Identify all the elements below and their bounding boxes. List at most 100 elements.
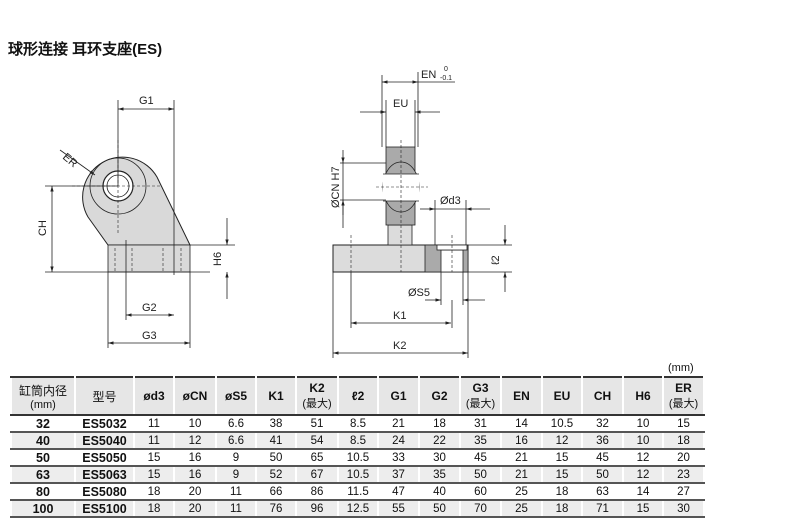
table-cell: 10 xyxy=(622,415,664,433)
table-cell: 60 xyxy=(459,483,502,501)
table-cell: 10.5 xyxy=(337,449,379,467)
right-view xyxy=(332,72,512,358)
dim-cn: ØCN H7 xyxy=(330,166,342,208)
table-cell: 63 xyxy=(581,483,624,501)
column-header: K1 xyxy=(255,376,297,416)
table-cell: 15 xyxy=(133,466,175,484)
dim-g2: G2 xyxy=(142,302,157,314)
table-cell: 51 xyxy=(295,415,339,433)
column-header-label: ℓ2 xyxy=(351,389,365,403)
column-header-label: EU xyxy=(553,389,571,403)
table-cell: ES5100 xyxy=(74,500,135,518)
table-cell: 70 xyxy=(459,500,502,518)
dim-g1: G1 xyxy=(139,95,154,107)
column-header: EU xyxy=(541,376,583,416)
dim-en: EN xyxy=(421,69,436,81)
table-cell: 22 xyxy=(418,432,461,450)
dim-ch: CH xyxy=(37,220,49,236)
table-cell: 6.6 xyxy=(215,432,257,450)
column-header: CH xyxy=(581,376,624,416)
dim-l2: ℓ2 xyxy=(490,255,502,265)
table-cell: 80 xyxy=(10,483,76,501)
technical-drawing: G1 ER CH H6 G2 G3 xyxy=(37,66,512,358)
table-cell: 11 xyxy=(133,432,175,450)
table-cell: 100 xyxy=(10,500,76,518)
table-cell: 21 xyxy=(500,466,543,484)
table-cell: 9 xyxy=(215,449,257,467)
table-cell: 40 xyxy=(10,432,76,450)
table-cell: 18 xyxy=(133,483,175,501)
table-cell: 16 xyxy=(500,432,543,450)
table-cell: 52 xyxy=(255,466,297,484)
table-cell: 23 xyxy=(662,466,705,484)
table-cell: 96 xyxy=(295,500,339,518)
table-cell: 24 xyxy=(377,432,420,450)
table-cell: 45 xyxy=(581,449,624,467)
table-cell: 40 xyxy=(418,483,461,501)
column-header-label: H6 xyxy=(635,389,651,403)
table-cell: 15 xyxy=(662,415,705,433)
column-header: ER(最大) xyxy=(662,376,705,416)
table-cell: 38 xyxy=(255,415,297,433)
column-header-label: K2 xyxy=(309,381,325,395)
table-cell: 8.5 xyxy=(337,415,379,433)
table-cell: 50 xyxy=(10,449,76,467)
table-cell: ES5063 xyxy=(74,466,135,484)
table-cell: 16 xyxy=(173,449,217,467)
column-header-label: 缸筒内径 xyxy=(18,383,67,398)
table-cell: 6.6 xyxy=(215,415,257,433)
table-cell: 50 xyxy=(581,466,624,484)
table-cell: 14 xyxy=(622,483,664,501)
table-cell: 8.5 xyxy=(337,432,379,450)
table-cell: 12 xyxy=(541,432,583,450)
table-cell: 41 xyxy=(255,432,297,450)
table-cell: 18 xyxy=(418,415,461,433)
table-cell: 31 xyxy=(459,415,502,433)
table-cell: 47 xyxy=(377,483,420,501)
column-header-label: EN xyxy=(513,389,530,403)
dim-g3: G3 xyxy=(142,330,157,342)
table-cell: 55 xyxy=(377,500,420,518)
table-cell: 30 xyxy=(662,500,705,518)
column-header: ℓ2 xyxy=(337,376,379,416)
column-header-label: K1 xyxy=(268,389,284,403)
column-header-sub: (最大) xyxy=(302,398,332,410)
table-cell: 25 xyxy=(500,500,543,518)
column-header-label: G1 xyxy=(390,389,407,403)
table-cell: 27 xyxy=(662,483,705,501)
table-cell: 15 xyxy=(133,449,175,467)
table-cell: 45 xyxy=(459,449,502,467)
table-cell: 36 xyxy=(581,432,624,450)
dim-en-tol-upper: 0 xyxy=(444,66,448,73)
table-cell: 54 xyxy=(295,432,339,450)
column-header-label: 型号 xyxy=(92,389,117,404)
column-header-sub: (最大) xyxy=(668,398,699,410)
column-header-label: CH xyxy=(593,389,612,403)
column-header-label: ød3 xyxy=(143,389,165,403)
table-cell: 65 xyxy=(295,449,339,467)
column-header-label: øS5 xyxy=(224,389,247,403)
table-cell: 50 xyxy=(255,449,297,467)
table-cell: 20 xyxy=(662,449,705,467)
dim-eu: EU xyxy=(393,98,408,110)
table-cell: 15 xyxy=(622,500,664,518)
unit-label: (mm) xyxy=(668,362,694,374)
table-cell: 11.5 xyxy=(337,483,379,501)
table-cell: 14 xyxy=(500,415,543,433)
column-header: K2 (最大) xyxy=(295,376,339,416)
table-cell: 15 xyxy=(541,449,583,467)
table-cell: 18 xyxy=(662,432,705,450)
dim-d3: Ød3 xyxy=(440,195,461,207)
column-header: 型号 xyxy=(74,376,135,416)
table-cell: 76 xyxy=(255,500,297,518)
table-cell: 30 xyxy=(418,449,461,467)
table-cell: 10 xyxy=(173,415,217,433)
table-cell: ES5032 xyxy=(74,415,135,433)
